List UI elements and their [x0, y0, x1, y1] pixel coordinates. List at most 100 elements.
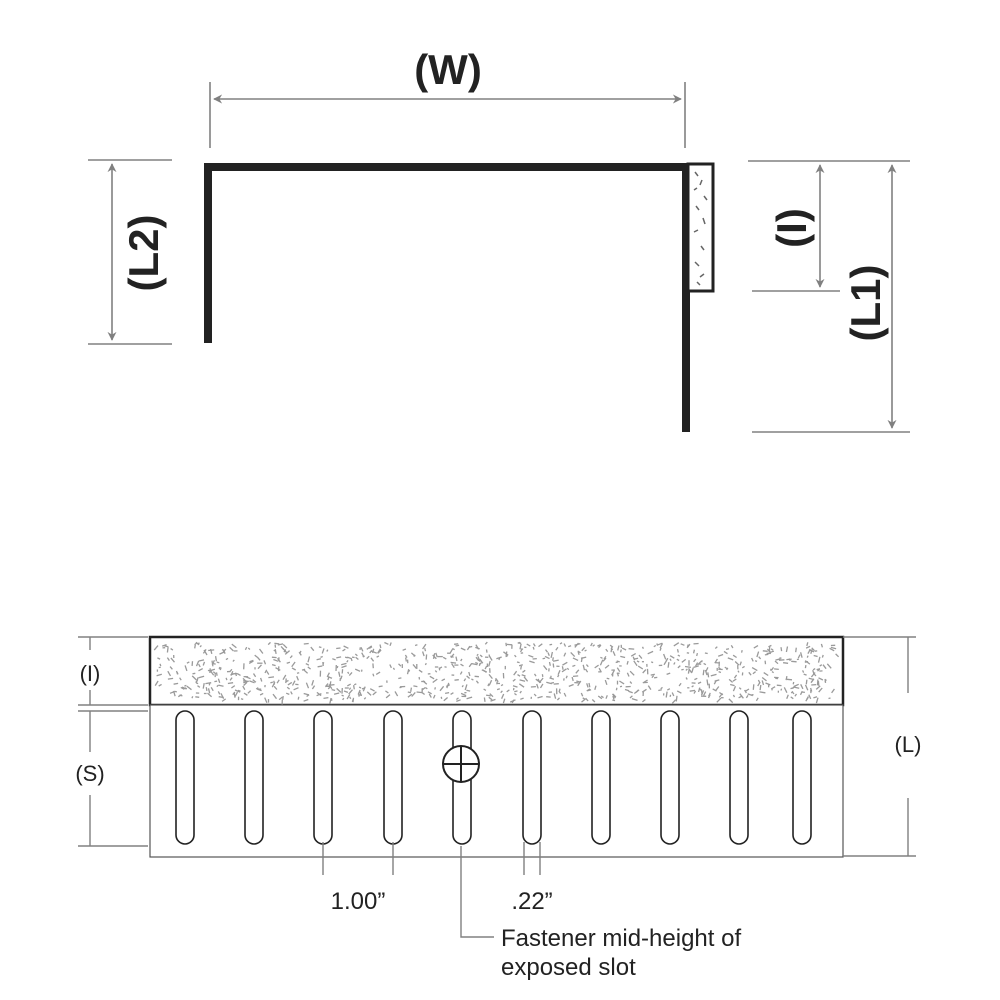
speckle [806, 642, 809, 647]
speckle [656, 643, 659, 646]
speckle [544, 655, 550, 660]
speckle [385, 690, 389, 694]
speckle [271, 681, 276, 688]
speckle [329, 697, 332, 704]
speckle [591, 699, 596, 703]
speckle [714, 646, 718, 649]
speckle [442, 656, 447, 660]
speckle [636, 660, 640, 663]
speckle [819, 664, 823, 667]
speckle [547, 652, 550, 656]
fastener-note-line2: exposed slot [501, 954, 636, 981]
speckle [561, 668, 567, 673]
speckle [676, 658, 680, 662]
speckle [325, 685, 331, 688]
speckle [808, 694, 812, 700]
speckle [771, 670, 775, 674]
speckle [660, 686, 663, 690]
speckle [379, 644, 382, 649]
speckle [257, 664, 262, 670]
speckle [797, 654, 801, 659]
speckle [615, 661, 619, 664]
speckle [751, 657, 754, 662]
speckle [484, 641, 488, 645]
speckle [518, 664, 523, 667]
speckle [463, 678, 467, 682]
speckle [806, 655, 809, 658]
speckle [336, 656, 342, 659]
speckle [218, 684, 224, 687]
speckle [232, 659, 235, 662]
speckle [209, 668, 216, 672]
speckle [562, 661, 568, 666]
speckle [346, 694, 351, 700]
speckle [256, 656, 261, 661]
speckle [752, 684, 755, 690]
speckle [273, 685, 278, 690]
speckle [519, 649, 523, 653]
speckle [327, 686, 331, 690]
speckle [372, 673, 375, 677]
speckle [612, 693, 617, 698]
speckle [758, 656, 762, 660]
speckle [536, 683, 539, 689]
speckle [466, 689, 471, 692]
speckle [641, 688, 647, 693]
speckle [519, 679, 526, 682]
speckle [254, 654, 258, 658]
speckle [610, 647, 614, 651]
speckle [561, 666, 564, 670]
speckle [410, 687, 413, 692]
speckle [725, 648, 730, 651]
speckle [732, 654, 737, 659]
speckle [456, 699, 461, 703]
speckle [752, 671, 757, 675]
slot [591, 710, 611, 845]
speckle [316, 658, 322, 661]
speckle [210, 670, 215, 676]
speckle [274, 642, 280, 645]
speckle [612, 695, 615, 700]
speckle [717, 653, 724, 657]
speckle [199, 644, 202, 648]
speckle [552, 657, 554, 661]
speckle [759, 684, 762, 691]
slot-width-leaders [523, 842, 541, 875]
speckle [303, 698, 309, 702]
speckle [817, 656, 821, 663]
speckle [411, 691, 416, 697]
speckle [231, 643, 237, 649]
speckle [327, 676, 333, 679]
speckle [757, 681, 761, 687]
speckle [167, 677, 174, 680]
speckle [702, 669, 705, 676]
speckle [378, 685, 383, 688]
insert-band-texture [153, 641, 840, 705]
speckle [286, 686, 291, 690]
speckle [805, 679, 808, 685]
speckle [176, 671, 179, 675]
speckle [557, 670, 561, 675]
speckle [759, 691, 766, 694]
speckle [243, 680, 249, 684]
speckle [385, 694, 391, 699]
speckle [468, 662, 473, 668]
speckle [259, 692, 264, 696]
speckle [341, 665, 347, 669]
speckle [572, 657, 579, 661]
speckle [483, 688, 487, 691]
slot [383, 710, 403, 845]
width-label: (W) [414, 46, 482, 93]
speckle [342, 697, 345, 701]
speckle [520, 697, 524, 700]
speckle [347, 671, 350, 675]
speckle [794, 686, 800, 689]
speckle [489, 693, 494, 698]
speckle [588, 682, 591, 688]
speckle [718, 666, 722, 670]
speckle [626, 660, 629, 665]
speckle [783, 687, 788, 693]
speckle [354, 653, 358, 657]
speckle [340, 675, 343, 680]
